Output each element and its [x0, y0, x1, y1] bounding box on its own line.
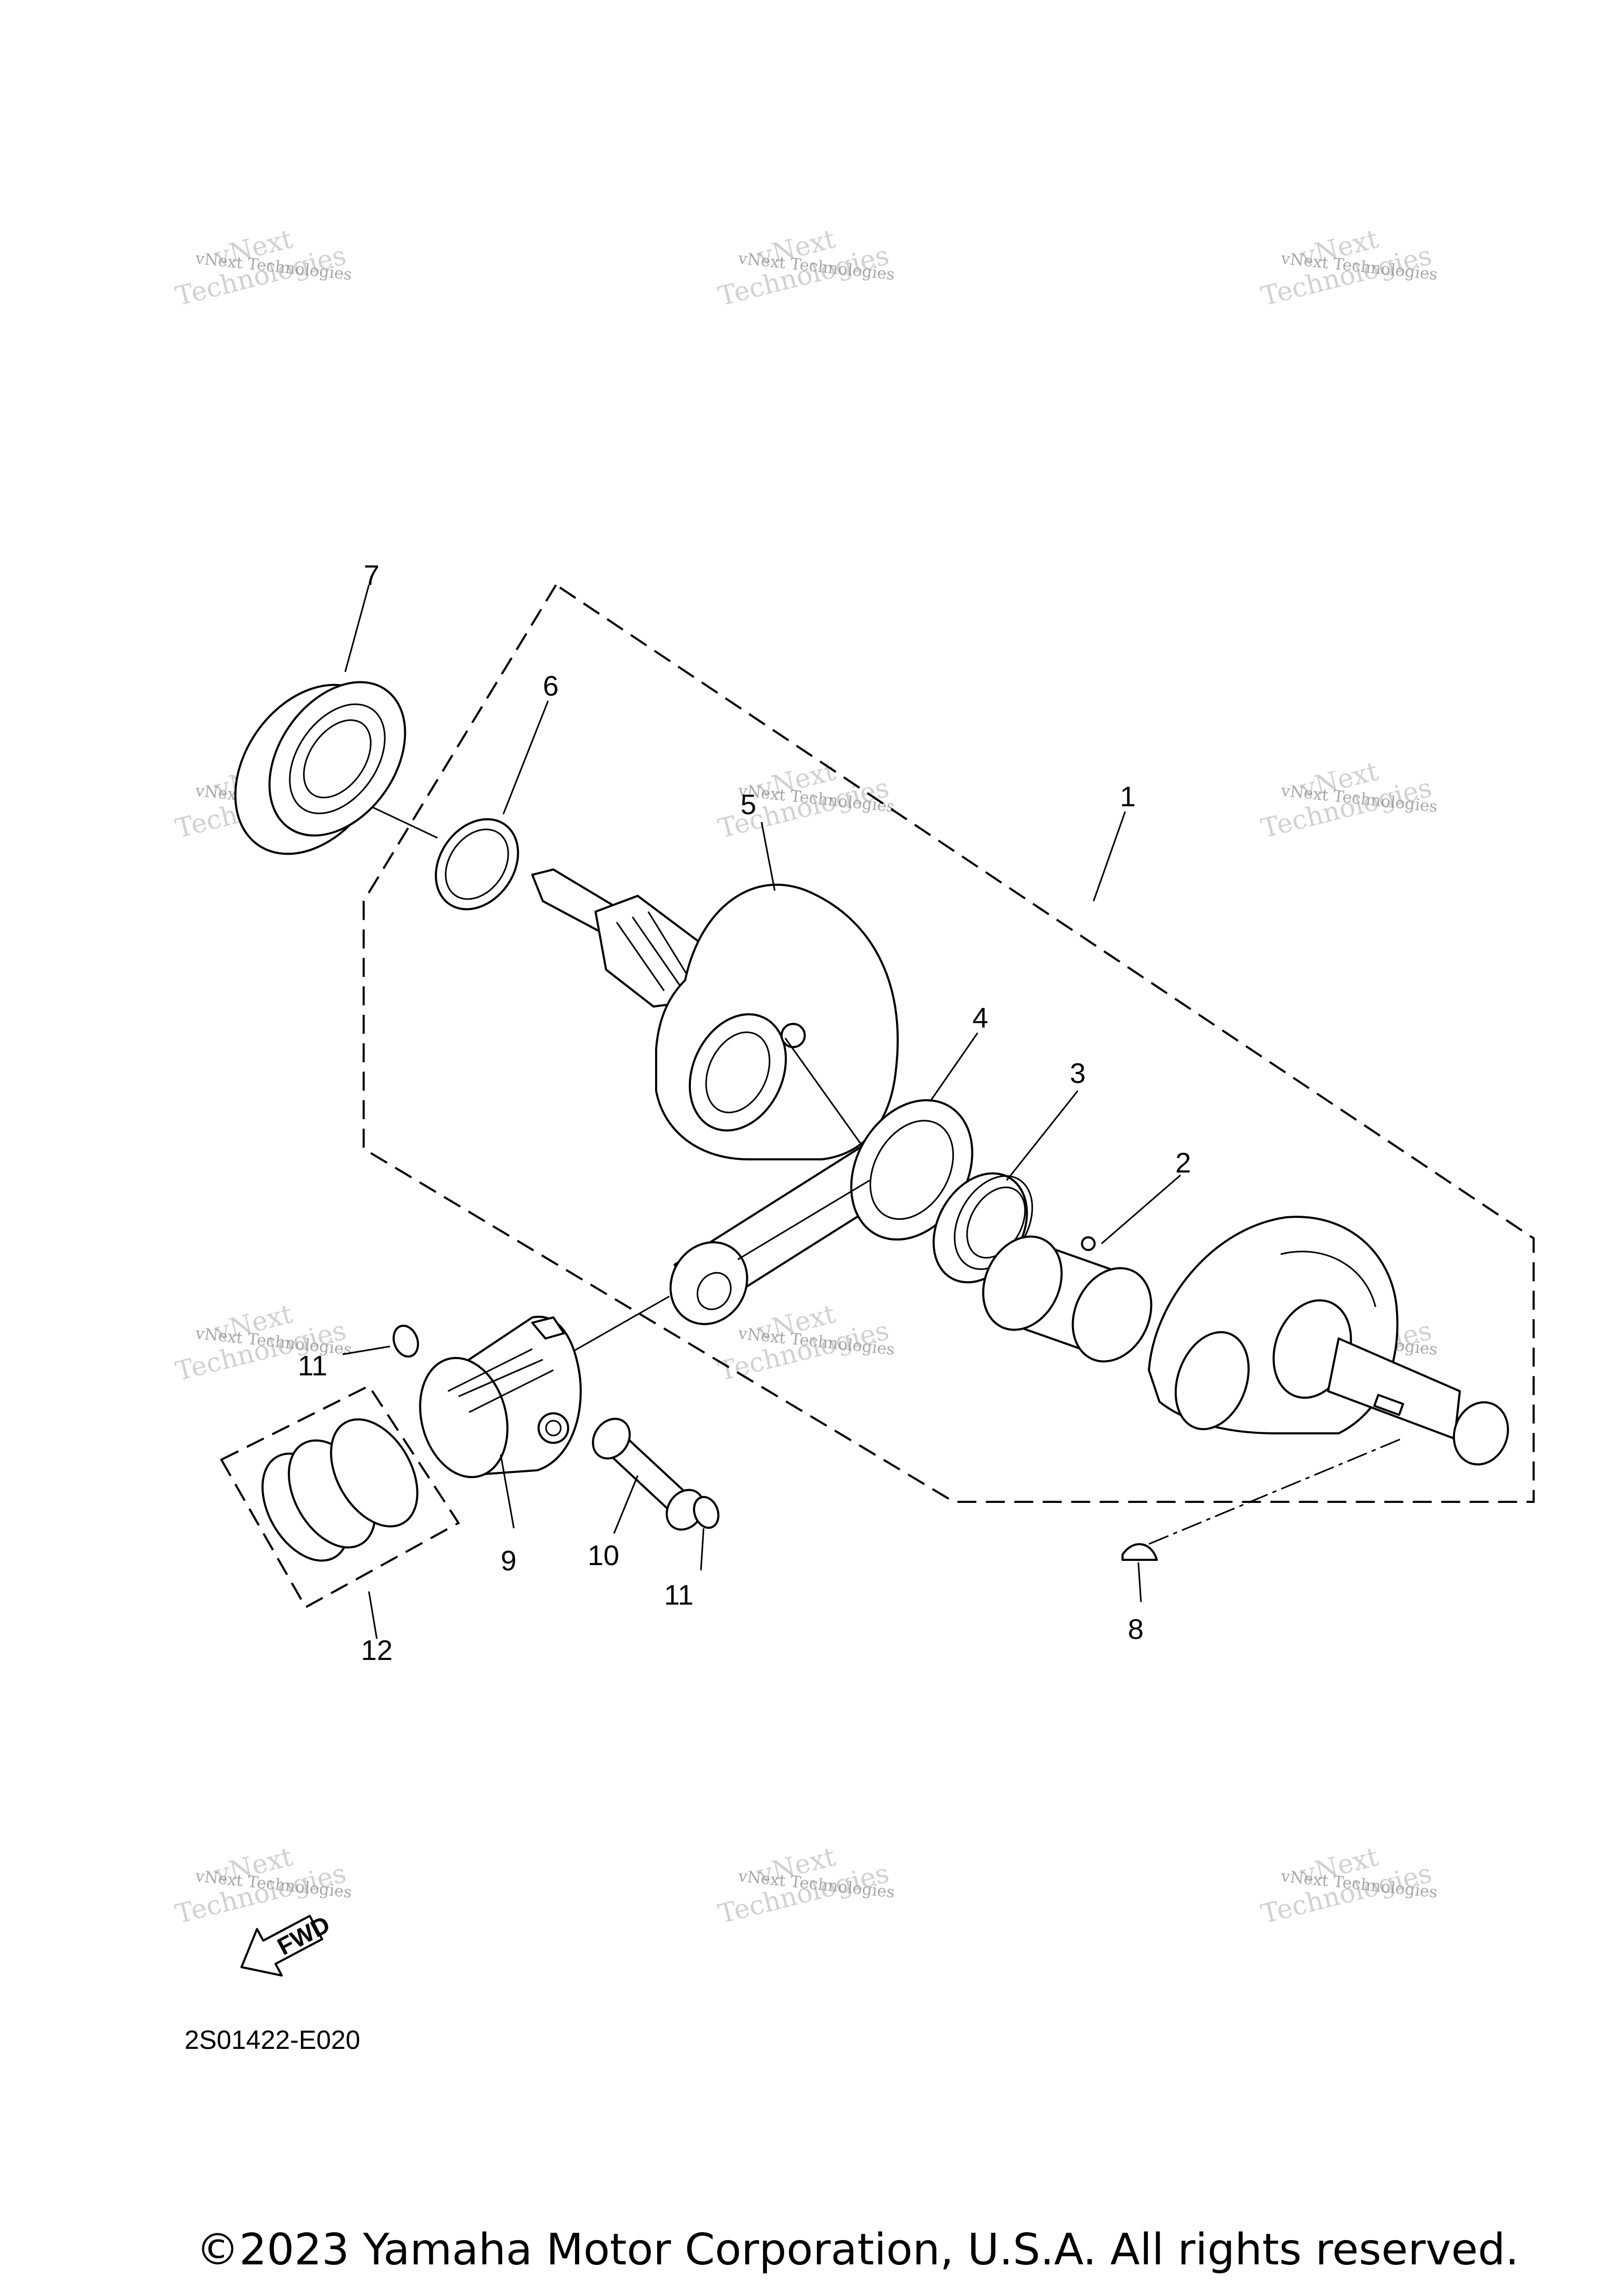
circlip-11-right[interactable]: [690, 1493, 723, 1531]
connecting-rod-4[interactable]: [656, 1078, 997, 1338]
crank-right-1[interactable]: [1148, 1216, 1517, 1472]
callout-11-right: 11: [664, 1579, 694, 1611]
callout-5: 5: [740, 789, 756, 820]
watermark: Technologies vNext vNext Technologies: [172, 223, 353, 312]
piston-9[interactable]: [407, 1315, 582, 1487]
callout-12: 12: [361, 1635, 393, 1666]
callout-11-left: 11: [298, 1350, 327, 1382]
copyright-notice: ©2023 Yamaha Motor Corporation, U.S.A. A…: [196, 2225, 1519, 2275]
watermark: Technologies vNext vNext Technologies: [172, 1841, 353, 1930]
watermark: Technologies vNext vNext Technologies: [715, 1841, 895, 1930]
watermark: Technologies vNext vNext Technologies: [1258, 1841, 1438, 1930]
crank-left-5[interactable]: [531, 868, 899, 1160]
axis-line-key: [1148, 1438, 1402, 1545]
callout-4: 4: [972, 1002, 988, 1034]
callout-7: 7: [364, 560, 379, 591]
callout-10: 10: [588, 1540, 619, 1571]
callout-9: 9: [501, 1545, 516, 1577]
circlip-11-left[interactable]: [389, 1322, 422, 1360]
leader-lines: [342, 584, 1181, 1639]
drawing-code: 2S01422-E020: [184, 2025, 360, 2055]
watermark: Technologies vNext vNext Technologies: [715, 1298, 895, 1387]
woodruff-key-8[interactable]: [1121, 1543, 1158, 1561]
callout-1: 1: [1120, 781, 1136, 813]
callout-2: 2: [1175, 1147, 1191, 1179]
bearing-7[interactable]: [204, 656, 433, 883]
axis-line-piston: [558, 1295, 670, 1361]
piston-ring-set-12[interactable]: [220, 1384, 460, 1609]
watermark: Technologies vNext vNext Technologies: [715, 223, 895, 312]
crankshaft-assembly-boundary: [363, 584, 1535, 1503]
callout-3: 3: [1070, 1058, 1086, 1089]
crank-pin-2[interactable]: [969, 1224, 1166, 1374]
piston-ring-set-boundary: [220, 1384, 460, 1609]
seal-ring-6[interactable]: [419, 803, 535, 925]
piston-pin-10[interactable]: [586, 1412, 711, 1537]
callout-numbers: 7 6 5 1 4 3 2 11 9 10 11 8 12: [298, 560, 1191, 1666]
watermark: Technologies vNext vNext Technologies: [1258, 756, 1438, 844]
fwd-label: FWD: [273, 1910, 335, 1960]
watermark: Technologies vNext vNext Technologies: [1258, 223, 1438, 312]
callout-6: 6: [543, 670, 559, 702]
callout-8: 8: [1128, 1614, 1144, 1645]
